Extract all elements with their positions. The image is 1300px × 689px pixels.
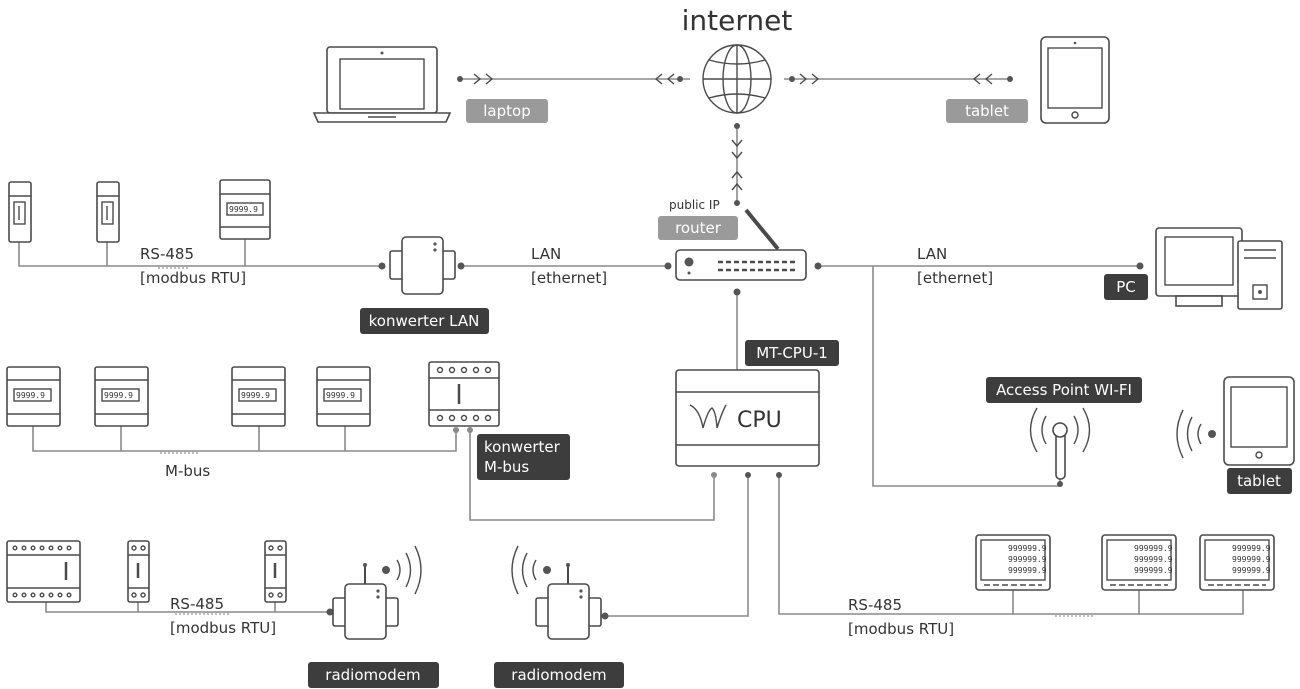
lan-left-label: LAN [531,245,561,263]
rs485-br-protocol: [modbus RTU] [848,620,954,638]
radiomodem-mid-label: radiomodem [511,666,606,684]
lan-right-protocol: [ethernet] [917,269,993,287]
din-module-icon [127,540,150,603]
panel-meter-icon: 999999.9 999999.9 999999.9 [1101,534,1177,591]
panel-display-line: 999999.9 [1008,555,1047,564]
panel-display-line: 999999.9 [1008,544,1047,553]
meter-display: 9999.9 [229,205,258,214]
konwerter-mbus-label-1: konwerter [484,438,561,456]
energy-meter-icon: 9999.9 [316,366,371,427]
internet-title: internet [682,4,793,37]
meter-display: 9999.9 [241,391,270,400]
cpu-module-icon [675,369,820,467]
access-point-label: Access Point WI-FI [996,381,1132,399]
lan-right-label: LAN [917,245,947,263]
pc-label: PC [1116,278,1136,296]
pc-icon [1155,227,1283,310]
konwerter-lan-icon [389,236,456,295]
connection-lines [18,78,1244,617]
meter-display: 9999.9 [104,391,133,400]
router-icon [675,208,807,281]
tablet-top-label: tablet [965,102,1009,120]
konwerter-lan-label-box [360,308,489,334]
signal-arrows [158,73,1144,620]
tablet-right-label-box [1227,468,1292,494]
energy-meter-icon: 9999.9 [219,179,271,240]
panel-display-line: 999999.9 [1134,566,1173,575]
din-module-icon [8,181,32,243]
mbus-label: M-bus [165,462,210,480]
rs485-br-label: RS-485 [848,596,902,614]
cpu-label: CPU [737,408,782,433]
panel-display-line: 999999.9 [1232,566,1271,575]
radiomodem-mid-icon [511,545,602,640]
radiomodem-left-label: radiomodem [325,666,420,684]
din-module-icon [6,540,81,603]
access-point-label-box [986,377,1142,403]
konwerter-mbus-label-box [477,434,570,480]
energy-meter-icon: 9999.9 [231,366,286,427]
din-module-icon [96,181,120,243]
tablet-top-icon [1040,36,1110,124]
meter-display: 9999.9 [16,391,45,400]
tablet-right-label: tablet [1237,472,1281,490]
mt-cpu-label-box [745,340,839,366]
laptop-icon [312,46,452,123]
rs485-bl-protocol: [modbus RTU] [170,619,276,637]
panel-display-line: 999999.9 [1232,544,1271,553]
rs485-bl-label: RS-485 [170,595,224,613]
access-point-icon [1029,407,1091,480]
lan-left-protocol: [ethernet] [531,269,607,287]
rs485-top-protocol: [modbus RTU] [140,269,246,287]
wifi-signal-icon [1176,409,1216,459]
tablet-top-label-box [946,99,1028,123]
panel-display-line: 999999.9 [1134,555,1173,564]
public-ip-label: public IP [669,198,720,212]
panel-meter-icon: 999999.9 999999.9 999999.9 [975,534,1051,591]
laptop-label: laptop [483,102,530,120]
internet-globe-icon [702,44,772,114]
radiomodem-mid-label-box [494,662,624,688]
meter-display: 9999.9 [326,391,355,400]
radiomodem-left-label-box [308,662,439,688]
radiomodem-left-icon [332,545,422,640]
panel-meter-icon: 999999.9 999999.9 999999.9 [1199,534,1275,591]
panel-display-line: 999999.9 [1232,555,1271,564]
panel-display-line: 999999.9 [1134,544,1173,553]
mt-cpu-label: MT-CPU-1 [756,344,828,362]
energy-meter-icon: 9999.9 [6,366,61,427]
laptop-label-box [466,99,548,123]
rs485-top-label: RS-485 [140,245,194,263]
router-label-box [658,216,738,240]
konwerter-lan-label: konwerter LAN [369,312,480,330]
panel-display-line: 999999.9 [1008,566,1047,575]
router-label: router [675,219,722,237]
pc-label-box [1104,274,1148,300]
konwerter-mbus-icon [428,361,500,427]
din-module-icon [264,540,287,603]
konwerter-mbus-label-2: M-bus [484,458,529,476]
energy-meter-icon: 9999.9 [94,366,149,427]
tablet-right-icon [1223,376,1295,466]
